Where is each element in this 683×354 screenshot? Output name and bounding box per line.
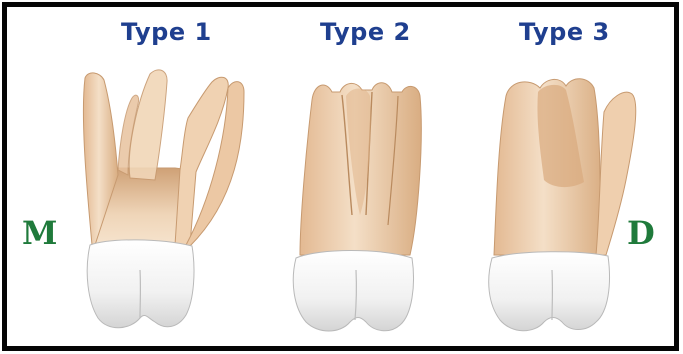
tooth-type-3 bbox=[489, 79, 636, 331]
tooth-1-root-palatal bbox=[129, 70, 167, 180]
tooth-2-crown bbox=[293, 251, 413, 332]
title-type-2: Type 2 bbox=[320, 18, 411, 46]
title-type-3: Type 3 bbox=[519, 18, 610, 46]
tooth-type-2 bbox=[293, 83, 421, 331]
title-type-1: Type 1 bbox=[121, 18, 212, 46]
distal-label: D bbox=[627, 214, 655, 252]
mesial-label: M bbox=[22, 214, 57, 252]
tooth-3-crown bbox=[489, 252, 610, 331]
tooth-type-1 bbox=[83, 70, 244, 328]
